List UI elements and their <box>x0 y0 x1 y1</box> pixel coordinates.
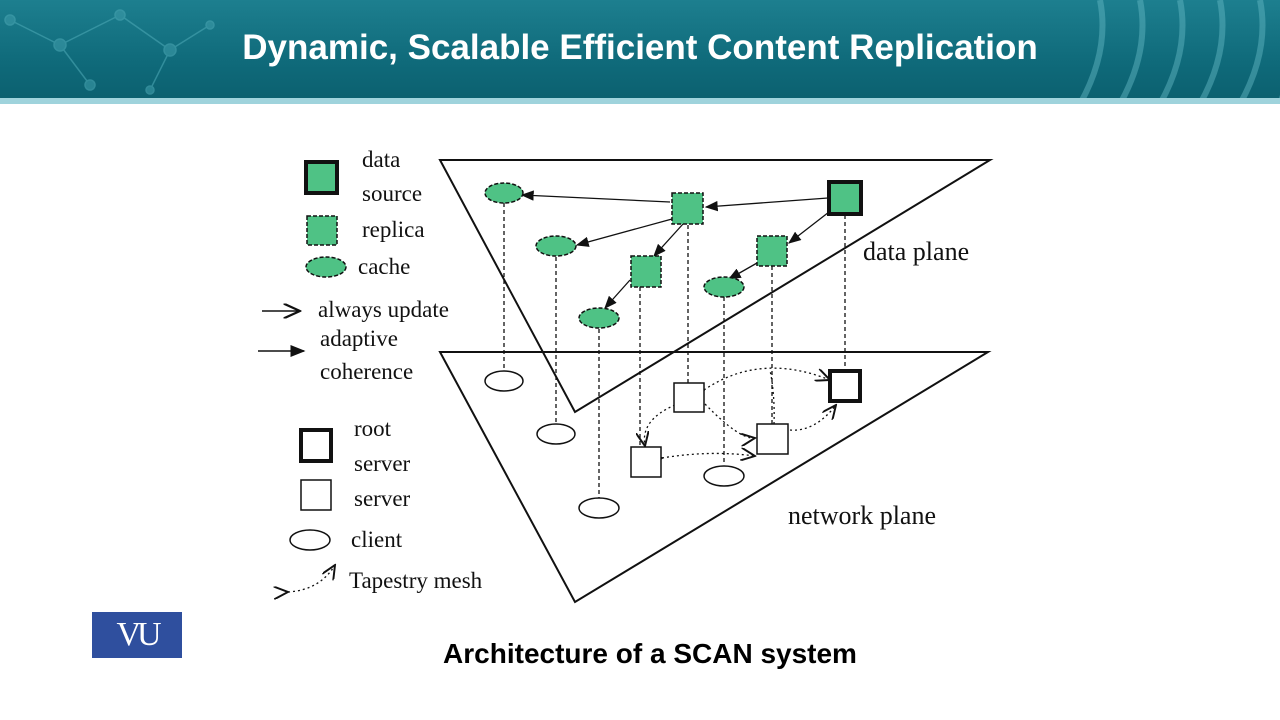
network-plane-label: network plane <box>788 501 936 530</box>
legend-tapestry-mesh-label: Tapestry mesh <box>349 568 483 593</box>
data-source-node <box>827 180 863 216</box>
header-decoration <box>4 0 1280 104</box>
legend-data-source-label: source <box>362 181 422 206</box>
legend-root-server-label: server <box>354 451 411 476</box>
replica-node <box>630 255 662 288</box>
data-plane-triangle <box>438 159 994 414</box>
legend-root-server-label: root <box>354 416 392 441</box>
legend-replica-label: replica <box>362 217 425 242</box>
replica-node <box>671 192 704 225</box>
client-node <box>703 465 745 487</box>
legend-always-update-label: always update <box>318 297 449 322</box>
cache-node <box>484 182 524 204</box>
legend-client-icon <box>289 529 331 551</box>
client-node <box>578 497 620 519</box>
server-node <box>630 446 662 478</box>
legend-tapestry-mesh-arrow <box>288 565 335 592</box>
legend-root-server-icon <box>299 428 333 463</box>
header-stripe <box>0 98 1280 104</box>
legend-server-icon <box>300 479 332 511</box>
legend-data-source-icon <box>304 160 339 195</box>
cache-node <box>535 235 577 257</box>
server-node <box>756 423 789 455</box>
data-plane-label: data plane <box>863 237 969 266</box>
legend-adaptive-coherence-label: coherence <box>320 359 413 384</box>
client-node <box>536 423 576 445</box>
replica-node <box>756 235 788 267</box>
legend-cache-icon <box>305 256 347 278</box>
tapestry-mesh-links <box>644 367 836 458</box>
legend-adaptive-coherence-label: adaptive <box>320 326 398 351</box>
legend-data-source-label: data <box>362 147 400 172</box>
root-server-node <box>828 369 862 403</box>
legend-cache-label: cache <box>358 254 410 279</box>
legend-replica-icon <box>306 215 338 246</box>
cache-node <box>578 307 620 329</box>
coherence-arrows <box>520 190 830 309</box>
client-node <box>484 370 524 392</box>
network-plane-triangle <box>438 351 992 604</box>
legend-client-label: client <box>351 527 403 552</box>
slide-title: Dynamic, Scalable Efficient Content Repl… <box>242 28 1038 67</box>
slide-caption: Architecture of a SCAN system <box>443 638 857 669</box>
vu-logo: VU <box>92 612 182 658</box>
server-node <box>673 382 705 413</box>
cache-node <box>703 276 745 298</box>
slide-header: Dynamic, Scalable Efficient Content Repl… <box>0 0 1280 104</box>
legend-server-label: server <box>354 486 411 511</box>
